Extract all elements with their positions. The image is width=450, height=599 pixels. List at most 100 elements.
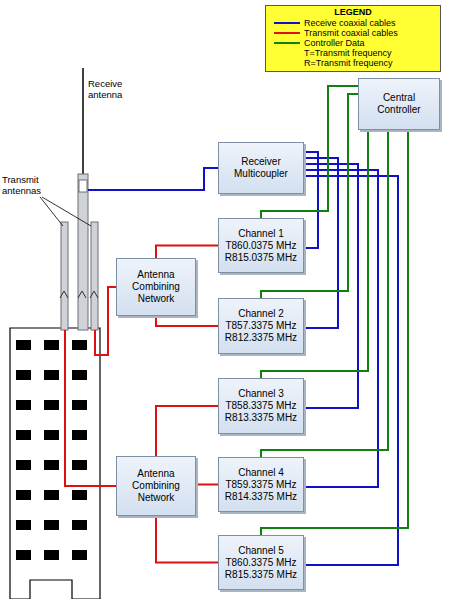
legend-sample [270,38,304,48]
window [44,340,59,350]
window [16,490,31,500]
transmit-antenna [91,222,98,330]
frequency-text: T858.3375 MHz [225,400,296,412]
window [16,400,31,410]
transmit-coax [156,406,218,456]
window [16,430,31,440]
transmit-coax [156,246,218,259]
legend-text: Controller Data [304,38,365,48]
box-title: Central Controller [364,92,434,116]
frequency-text: T859.3375 MHz [225,479,296,491]
legend-text: T=Transmit frequency [304,48,391,58]
receive-coax [304,170,378,487]
receive-coax [88,168,218,190]
channel-box: Channel 1T860.0375 MHzR815.0375 MHz [218,218,304,273]
window [72,550,87,560]
window [16,520,31,530]
window [16,340,31,350]
frequency-text: T857.3375 MHz [225,320,296,332]
window [16,460,31,470]
legend-row: T=Transmit frequency [270,48,436,58]
box-title: Channel 2 [238,308,284,320]
frequency-text: R813.3375 MHz [225,412,297,424]
legend-sample [270,18,304,28]
legend-row: Receive coaxial cables [270,18,436,28]
window [72,340,87,350]
combiner-box: Antenna Combining Network [116,456,196,516]
connector-line [156,246,218,259]
legend-row: Transmit coaxial cables [270,28,436,38]
window [44,550,59,560]
legend-text: R=Transmit frequency [304,58,392,68]
mast-clamp [79,180,87,192]
connector-line [304,158,338,328]
leader-line [42,197,91,226]
channel-box: Channel 3T858.3375 MHzR813.3375 MHz [218,378,304,434]
window [44,400,59,410]
window [72,520,87,530]
antenna-label: Transmit antennas [2,174,72,196]
antenna-feed-mark [60,291,98,298]
antenna-label: Receive antenna [88,78,136,100]
window [44,370,59,380]
channel-box: Channel 5T860.3375 MHzR815.3375 MHz [218,535,304,590]
window [16,370,31,380]
legend-row: R=Transmit frequency [270,58,436,68]
building [10,328,100,599]
window [16,550,31,560]
box-title: Channel 1 [238,228,284,240]
legend: LEGENDReceive coaxial cablesTransmit coa… [265,5,441,72]
legend-line [274,32,300,34]
frequency-text: T860.0375 MHz [225,240,296,252]
controller-box: Central Controller [358,78,440,130]
legend-line [274,42,300,44]
multicoupler-box: Receiver Multicoupler [218,142,304,194]
legend-sample [270,48,304,58]
legend-row: Controller Data [270,38,436,48]
window [72,490,87,500]
window [44,430,59,440]
transmit-coax [196,484,218,485]
window [72,400,87,410]
connector-line [304,170,378,487]
window [44,460,59,470]
legend-title: LEGEND [270,7,436,18]
box-title: Receiver Multicoupler [224,156,298,180]
window [72,430,87,440]
window [72,460,87,470]
frequency-text: R812.3375 MHz [225,332,297,344]
transmit-antenna [61,222,68,330]
connector-line [196,484,218,486]
connector-line [156,516,218,563]
receive-antenna-whip [82,68,84,176]
legend-sample [270,58,304,68]
window [44,520,59,530]
frequency-text: R815.0375 MHz [225,252,297,264]
window [44,490,59,500]
connector-line [304,152,318,248]
frequency-text: R814.3375 MHz [225,491,297,503]
channel-box: Channel 4T859.3375 MHzR814.3375 MHz [218,457,304,512]
legend-text: Transmit coaxial cables [304,28,398,38]
frequency-text: T860.3375 MHz [225,557,296,569]
window [72,370,87,380]
building-outline [10,328,100,599]
box-title: Channel 3 [238,388,284,400]
leader-line [40,197,63,226]
legend-line [274,22,300,24]
building-windows [16,340,87,560]
box-title: Channel 4 [238,467,284,479]
connector-line [156,316,218,326]
receive-coax [304,152,318,248]
combiner-box: Antenna Combining Network [116,258,196,316]
transmit-coax [156,316,218,326]
legend-sample [270,28,304,38]
antenna-mast [78,174,88,330]
frequency-text: R815.3375 MHz [225,569,297,581]
transmit-coax [95,287,116,355]
channel-box: Channel 2T857.3375 MHzR812.3375 MHz [218,298,304,354]
box-title: Antenna Combining Network [122,269,190,305]
transmit-coax [65,330,116,486]
connector-line [156,406,218,456]
